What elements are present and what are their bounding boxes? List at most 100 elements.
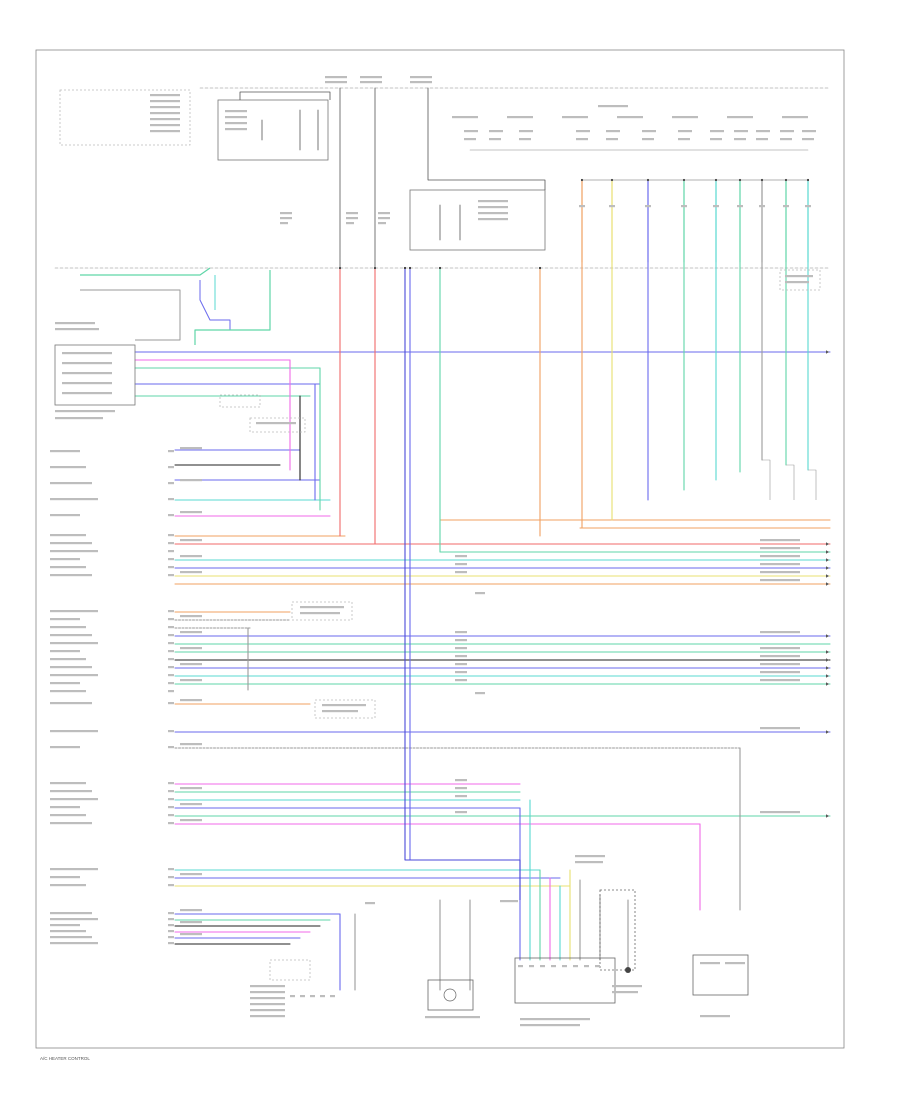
label-mark [168, 930, 174, 933]
label-mark [50, 790, 92, 793]
relay-feed-2 [428, 179, 546, 190]
label-mark [50, 930, 86, 933]
label-mark [322, 710, 358, 713]
label-mark [225, 122, 247, 125]
label-mark [168, 542, 174, 545]
label-mark [180, 819, 202, 822]
label-mark [642, 138, 654, 141]
label-mark [280, 217, 292, 220]
label-mark [760, 655, 800, 658]
label-mark [700, 962, 720, 965]
label-mark [756, 138, 768, 141]
label-mark [168, 450, 174, 453]
label-mark [760, 811, 800, 814]
label-mark [780, 130, 794, 133]
resistor-block [514, 957, 616, 1004]
note-box-3 [249, 417, 306, 433]
label-mark [783, 205, 789, 208]
label-mark [168, 868, 174, 871]
label-mark [50, 498, 98, 501]
label-mark [256, 422, 296, 425]
label-mark [50, 466, 86, 469]
label-mark [168, 558, 174, 561]
wire [199, 280, 231, 330]
wire [80, 289, 181, 341]
label-mark [168, 790, 174, 793]
label-mark [168, 610, 174, 613]
label-mark [612, 991, 638, 994]
label-mark [518, 965, 523, 968]
label-mark [346, 222, 354, 225]
label-mark [50, 650, 80, 653]
label-mark [520, 1024, 580, 1027]
label-mark [150, 106, 180, 109]
label-mark [50, 642, 98, 645]
label-mark [55, 410, 115, 413]
label-mark [455, 787, 467, 790]
label-mark [50, 634, 92, 637]
label-mark [180, 479, 202, 482]
label-mark [168, 574, 174, 577]
connector-arrow [826, 574, 829, 578]
label-mark [727, 116, 753, 119]
splice-dot [408, 266, 412, 270]
connector-arrow [826, 566, 829, 570]
label-mark [325, 76, 347, 79]
label-mark [325, 81, 347, 84]
label-mark [168, 498, 174, 501]
label-mark [300, 606, 344, 609]
label-mark [168, 746, 174, 749]
label-mark [540, 965, 545, 968]
label-mark [62, 352, 112, 355]
label-mark [50, 868, 98, 871]
label-mark [168, 918, 174, 921]
label-mark [455, 679, 467, 682]
label-mark [760, 679, 800, 682]
label-mark [455, 631, 467, 634]
label-mark [180, 699, 202, 702]
label-mark [617, 116, 643, 119]
label-mark [50, 574, 92, 577]
label-mark [168, 876, 174, 879]
connector-arrow [826, 350, 829, 354]
note-box-1 [291, 601, 353, 621]
label-mark [180, 647, 202, 650]
label-mark [168, 942, 174, 945]
label-mark [180, 631, 202, 634]
label-mark [150, 130, 180, 133]
label-mark [50, 690, 86, 693]
label-mark [464, 138, 476, 141]
label-mark [760, 579, 800, 582]
label-mark [250, 991, 285, 994]
label-mark [168, 550, 174, 553]
label-mark [50, 912, 92, 915]
label-mark [168, 482, 174, 485]
label-mark [612, 985, 642, 988]
label-mark [756, 130, 770, 133]
label-mark [168, 798, 174, 801]
label-mark [55, 322, 95, 325]
label-mark [710, 130, 724, 133]
label-mark [168, 466, 174, 469]
label-mark [310, 995, 315, 998]
label-mark [378, 217, 390, 220]
wire [762, 459, 771, 500]
label-mark [734, 130, 748, 133]
label-mark [50, 702, 92, 705]
labels: A/C HEATER CONTROL [40, 76, 816, 1061]
label-mark [50, 534, 86, 537]
wire [194, 270, 271, 345]
label-mark [50, 482, 92, 485]
note-box-4 [219, 394, 261, 408]
connector-arrow [826, 682, 829, 686]
label-mark [168, 912, 174, 915]
label-mark [168, 634, 174, 637]
label-mark [55, 328, 99, 331]
sensor-ground [625, 967, 631, 973]
label-mark [62, 392, 112, 395]
label-mark [62, 382, 112, 385]
label-mark [322, 704, 366, 707]
label-mark [180, 743, 202, 746]
connector-arrow [826, 666, 829, 670]
label-mark [50, 682, 80, 685]
